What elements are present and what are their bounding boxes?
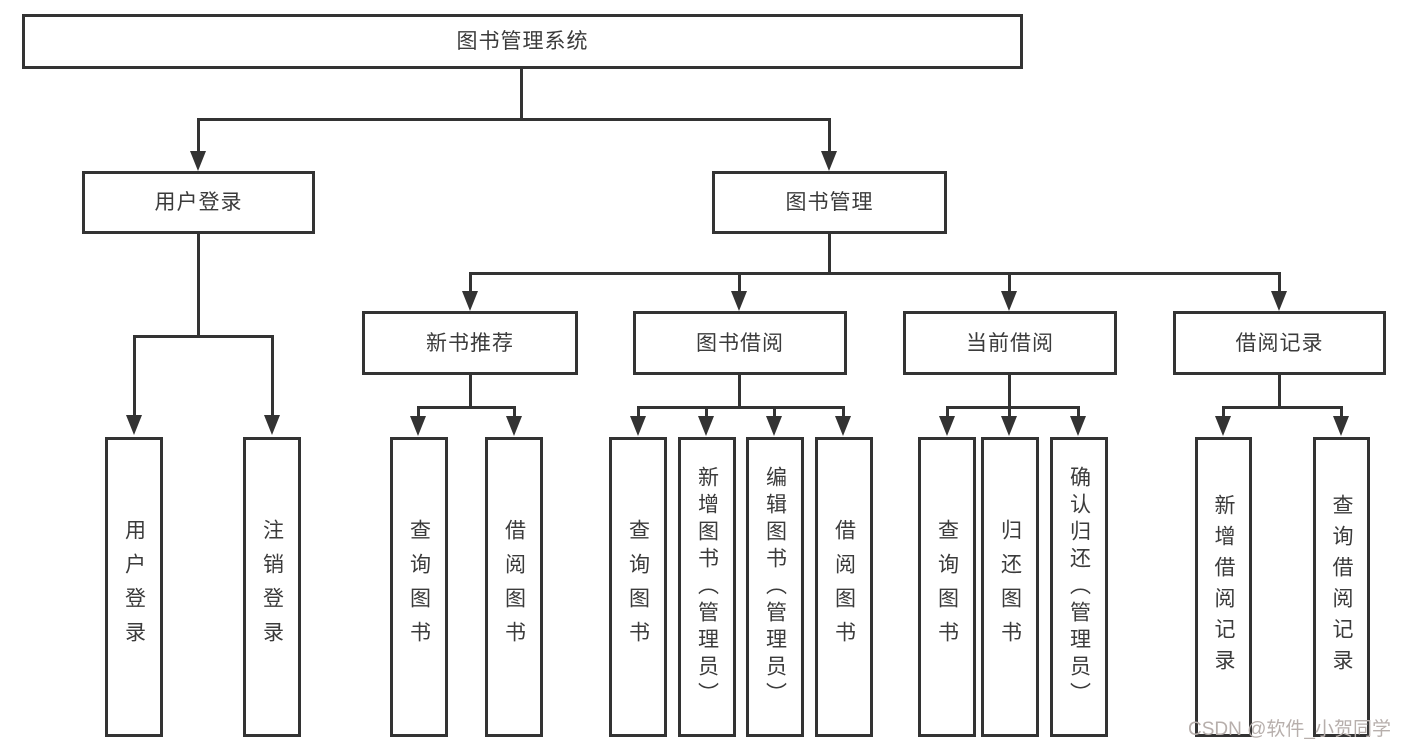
connector-branch [946, 406, 1080, 409]
arrow-down-icon [1070, 416, 1086, 436]
arrow-down-icon [410, 416, 426, 436]
leaf-borrow-books-recommend: 借阅图书 [485, 437, 543, 737]
leaf-label: 借阅图书 [502, 519, 526, 655]
arrow-down-icon [630, 416, 646, 436]
connector-trunk [738, 375, 741, 406]
arrow-down-icon [1271, 291, 1287, 311]
connector-drop [271, 335, 274, 416]
connector-drop [1222, 406, 1225, 417]
arrow-down-icon [1215, 416, 1231, 436]
connector-branch [1222, 406, 1343, 409]
arrow-down-icon [264, 415, 280, 435]
node-book-borrowing: 图书借阅 [633, 311, 847, 375]
connector-drop [1008, 406, 1011, 417]
leaf-query-books-current: 查询图书 [918, 437, 976, 737]
leaf-return-books: 归还图书 [981, 437, 1039, 737]
leaf-add-borrow-record: 新增借阅记录 [1195, 437, 1252, 737]
arrow-down-icon [1001, 416, 1017, 436]
leaf-label: 归还图书 [998, 519, 1022, 655]
leaf-label: 确认归还（管理员） [1067, 465, 1091, 709]
leaf-label: 查询图书 [935, 519, 959, 655]
leaf-edit-books-admin: 编辑图书（管理员） [746, 437, 804, 737]
connector-trunk [1278, 375, 1281, 406]
connector-drop [133, 335, 136, 416]
connector-drop [469, 272, 472, 292]
leaf-label: 编辑图书（管理员） [763, 465, 787, 709]
leaf-label: 注销登录 [260, 519, 284, 655]
arrow-down-icon [190, 151, 206, 171]
leaf-logout: 注销登录 [243, 437, 301, 737]
connector-drop [842, 406, 845, 417]
arrow-down-icon [698, 416, 714, 436]
connector-root-trunk [520, 69, 523, 118]
node-label: 图书管理 [785, 191, 874, 214]
node-current-borrowing: 当前借阅 [903, 311, 1117, 375]
node-borrowing-records: 借阅记录 [1173, 311, 1386, 375]
leaf-query-books-recommend: 查询图书 [390, 437, 448, 737]
arrow-down-icon [1001, 291, 1017, 311]
arrow-down-icon [821, 151, 837, 171]
connector-drop [773, 406, 776, 417]
connector-drop [1340, 406, 1343, 417]
leaf-label: 新增图书（管理员） [695, 465, 719, 709]
node-label: 图书管理系统 [456, 30, 589, 53]
node-label: 图书借阅 [696, 331, 784, 355]
connector-trunk [469, 375, 472, 406]
connector-trunk [1008, 375, 1011, 406]
node-book-management: 图书管理 [712, 171, 947, 234]
leaf-label: 借阅图书 [832, 519, 856, 655]
node-label: 借阅记录 [1235, 331, 1324, 355]
connector-drop [828, 118, 831, 152]
leaf-label: 查询图书 [626, 519, 650, 655]
csdn-watermark: CSDN @软件_小贺同学 [1188, 719, 1391, 740]
connector-drop [1008, 272, 1011, 292]
arrow-down-icon [506, 416, 522, 436]
arrow-down-icon [462, 291, 478, 311]
arrow-down-icon [1333, 416, 1349, 436]
arrow-down-icon [835, 416, 851, 436]
leaf-label: 查询借阅记录 [1330, 494, 1353, 680]
connector-userlogin-branch [133, 335, 274, 338]
connector-drop [705, 406, 708, 417]
leaf-label: 用户登录 [122, 519, 146, 655]
arrow-down-icon [731, 291, 747, 311]
leaf-confirm-return-admin: 确认归还（管理员） [1050, 437, 1108, 737]
leaf-label: 新增借阅记录 [1212, 494, 1235, 680]
node-user-login: 用户登录 [82, 171, 315, 234]
arrow-down-icon [939, 416, 955, 436]
connector-drop [946, 406, 949, 417]
connector-branch [637, 406, 845, 409]
leaf-label: 查询图书 [407, 519, 431, 655]
connector-userlogin-trunk [197, 234, 200, 335]
connector-drop [637, 406, 640, 417]
connector-bookmgmt-trunk [828, 234, 831, 272]
arrow-down-icon [126, 415, 142, 435]
leaf-query-borrow-record: 查询借阅记录 [1313, 437, 1370, 737]
connector-branch [417, 406, 516, 409]
leaf-query-books-borrow: 查询图书 [609, 437, 667, 737]
connector-drop [1077, 406, 1080, 417]
connector-drop [513, 406, 516, 417]
leaf-add-books-admin: 新增图书（管理员） [678, 437, 736, 737]
arrow-down-icon [766, 416, 782, 436]
node-label: 新书推荐 [426, 331, 514, 355]
connector-level2-branch [197, 118, 831, 121]
connector-drop [738, 272, 741, 292]
connector-drop [1278, 272, 1281, 292]
leaf-borrow-books: 借阅图书 [815, 437, 873, 737]
node-label: 当前借阅 [966, 331, 1054, 355]
node-new-book-recommendation: 新书推荐 [362, 311, 578, 375]
leaf-user-login: 用户登录 [105, 437, 163, 737]
node-label: 用户登录 [154, 191, 243, 214]
connector-drop [417, 406, 420, 417]
connector-drop [197, 118, 200, 152]
node-library-management-system: 图书管理系统 [22, 14, 1023, 69]
connector-level3-branch [469, 272, 1281, 275]
